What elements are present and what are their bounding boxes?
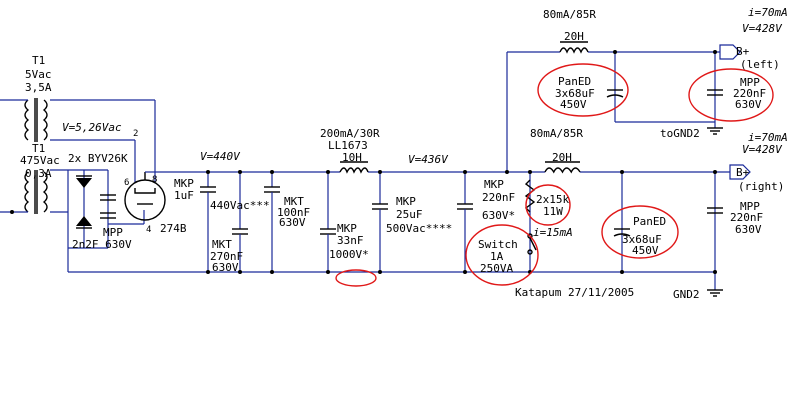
transformer-name-2: T1 (32, 142, 45, 155)
rectifier-tube (124, 171, 166, 221)
right-output: B+ (736, 166, 750, 179)
transformer-symbol (0, 98, 48, 214)
right-choke-value: 20H (552, 151, 572, 164)
stage2-cap1-type: MKP (337, 222, 357, 235)
stage2-cap2-rating: 500Vac**** (386, 222, 452, 235)
stage2-cap3-rating: 630V* (482, 209, 515, 222)
right-bleeder-power: 11W (543, 205, 563, 218)
left-pan-rating: 450V (560, 98, 587, 111)
stage2-cap1-value: 33nF (337, 234, 364, 247)
left-output: B+ (736, 45, 750, 58)
right-pan-rating: 450V (632, 244, 659, 257)
right-ground: GND2 (673, 288, 700, 301)
rectifier-diodes (76, 175, 116, 229)
choke1-model: LL1673 (328, 139, 368, 152)
stage1-cap3-type: MKT (212, 238, 232, 251)
stage2-capacitors (320, 170, 509, 274)
left-pan-value: 3x68uF (555, 87, 595, 100)
stage1-capacitors (200, 170, 280, 274)
transformer-primary-voltage: 475Vac (20, 154, 60, 167)
right-switch-label: Switch (478, 238, 518, 251)
tube-pin-4: 4 (146, 225, 151, 235)
right-pan-type: PanED (633, 215, 666, 228)
choke-10h (339, 161, 369, 174)
stage1-cap1-value: 1uF (174, 189, 194, 202)
stage2-cap2-value: 25uF (396, 208, 423, 221)
left-branch (559, 41, 741, 135)
right-switch-rating1: 1A (490, 250, 504, 263)
transformer-secondary-voltage: 5Vac (25, 68, 52, 81)
right-bleeder-current: i=15mA (533, 226, 573, 239)
left-ground: toGND2 (660, 127, 700, 140)
mpp-cap-type: MPP (103, 226, 123, 239)
right-side: (right) (738, 180, 784, 193)
choke1-rating: 200mA/30R (320, 127, 380, 140)
left-mpp-type: MPP (740, 76, 760, 89)
right-pan-value: 3x68uF (622, 233, 662, 246)
signature: Katapum 27/11/2005 (515, 286, 634, 299)
stage2-voltage: V=436V (408, 153, 449, 166)
right-voltage: V=428V (742, 143, 783, 156)
main-wires (50, 51, 730, 290)
stage1-cap4-value: 100nF (277, 206, 310, 219)
heater-voltage: V=5,26Vac (62, 121, 122, 134)
right-bleeder-value: 2x15k (536, 193, 569, 206)
left-mpp-rating: 630V (735, 98, 762, 111)
tube-pin-6: 6 (124, 178, 129, 188)
stage2-cap3-type: MKP (484, 178, 504, 191)
stage1-voltage: V=440V (200, 150, 241, 163)
left-pan-type: PanED (558, 75, 591, 88)
stage2-cap3-value: 220nF (482, 191, 515, 204)
right-switch-rating2: 250VA (480, 262, 513, 275)
right-mpp-rating: 630V (735, 223, 762, 236)
right-mpp-type: MPP (740, 200, 760, 213)
stage1-cap3-value: 270nF (210, 250, 243, 263)
stage1-cap4-rating: 630V (279, 216, 306, 229)
left-voltage: V=428V (742, 22, 783, 35)
left-choke-rating: 80mA/85R (543, 8, 596, 21)
transformer-primary-current: 0,3A (25, 167, 52, 180)
stage1-cap3-rating: 630V (212, 261, 239, 274)
left-current: i=70mA (748, 6, 788, 19)
transformer-name-1: T1 (32, 54, 45, 67)
stage2-cap1-rating: 1000V* (329, 248, 369, 261)
stage2-cap2-type: MKP (396, 195, 416, 208)
mpp-cap-value: 2n2F 630V (72, 238, 132, 251)
tube-pin-2: 2 (133, 129, 138, 139)
stage1-cap1-type: MKP (174, 177, 194, 190)
choke1-value: 10H (342, 151, 362, 164)
tube-name: 274B (160, 222, 187, 235)
right-mpp-value: 220nF (730, 211, 763, 224)
tube-pin-8: 8 (152, 175, 157, 185)
stage1-cap4-type: MKT (284, 195, 304, 208)
left-mpp-value: 220nF (733, 87, 766, 100)
right-choke-rating: 80mA/85R (530, 127, 583, 140)
left-side: (left) (740, 58, 780, 71)
highlight-circles (335, 63, 774, 287)
transformer-secondary-current: 3,5A (25, 81, 52, 94)
stage1-cap2-value: 440Vac*** (210, 199, 270, 212)
right-current: i=70mA (748, 131, 788, 144)
left-choke-value: 20H (564, 30, 584, 43)
diode-label: 2x BYV26K (68, 152, 128, 165)
